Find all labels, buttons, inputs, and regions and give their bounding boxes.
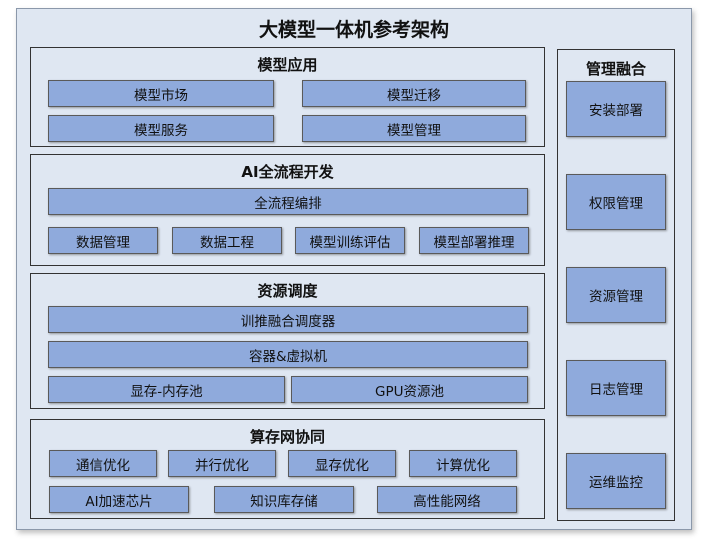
memory-optimization-box: 显存优化 [288,450,396,477]
high-performance-network-box: 高性能网络 [377,486,517,513]
model-service-box: 模型服务 [48,115,274,142]
install-deploy-box: 安装部署 [566,81,666,137]
model-application-panel: 模型应用 模型市场 模型迁移 模型服务 模型管理 [30,47,545,147]
container-vm-box: 容器&虚拟机 [48,341,528,368]
resource-scheduling-title: 资源调度 [257,282,318,300]
knowledge-base-storage-box: 知识库存储 [214,486,354,513]
ai-development-panel: AI全流程开发 全流程编排 数据管理 数据工程 模型训练评估 模型部署推理 [30,154,545,266]
management-integration-title: 管理融合 [585,60,646,78]
compute-storage-network-title: 算存网协同 [249,428,325,446]
diagram-title: 大模型一体机参考架构 [258,19,449,41]
model-migration-box: 模型迁移 [302,80,526,107]
full-pipeline-box: 全流程编排 [48,188,528,215]
data-management-box: 数据管理 [48,227,158,254]
resource-scheduling-panel: 资源调度 训推融合调度器 容器&虚拟机 显存-内存池 GPU资源池 [30,273,545,409]
management-integration-panel: 管理融合 安装部署 权限管理 资源管理 日志管理 运维监控 [557,49,675,521]
log-management-box: 日志管理 [566,360,666,416]
gpu-pool-box: GPU资源池 [291,376,528,403]
model-deploy-inference-box: 模型部署推理 [419,227,529,254]
resource-management-box: 资源管理 [566,267,666,323]
data-engineering-box: 数据工程 [172,227,282,254]
architecture-diagram: 大模型一体机参考架构 模型应用 模型市场 模型迁移 模型服务 模型管理 AI全流… [16,8,692,530]
communication-optimization-box: 通信优化 [49,450,157,477]
ai-accelerator-chip-box: AI加速芯片 [49,486,189,513]
permission-management-box: 权限管理 [566,174,666,230]
model-management-box: 模型管理 [302,115,526,142]
memory-pool-box: 显存-内存池 [48,376,285,403]
compute-storage-network-panel: 算存网协同 通信优化 并行优化 显存优化 计算优化 AI加速芯片 知识库存储 高… [30,419,545,519]
compute-optimization-box: 计算优化 [409,450,517,477]
ai-development-title: AI全流程开发 [241,163,334,181]
model-training-eval-box: 模型训练评估 [295,227,405,254]
model-market-box: 模型市场 [48,80,274,107]
model-application-title: 模型应用 [257,56,318,74]
parallel-optimization-box: 并行优化 [168,450,276,477]
training-inference-scheduler-box: 训推融合调度器 [48,306,528,333]
ops-monitoring-box: 运维监控 [566,453,666,509]
